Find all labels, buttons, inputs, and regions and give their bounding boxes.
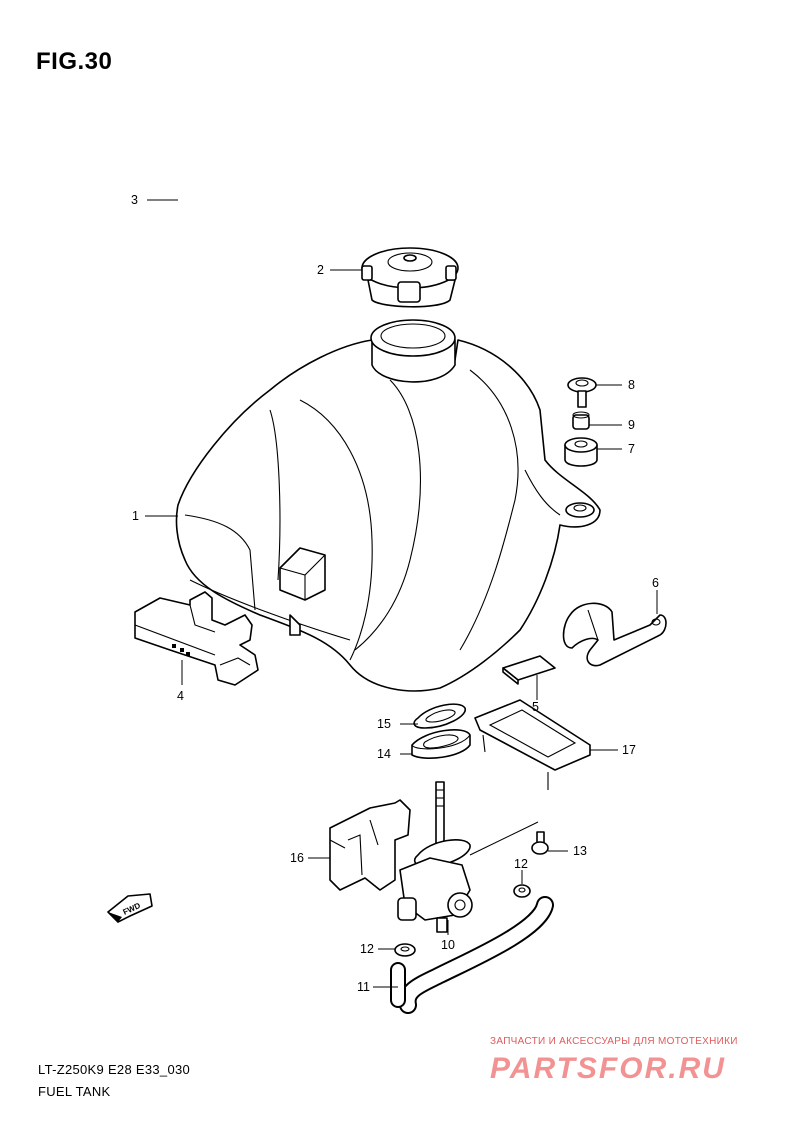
watermark-brand: PARTSFOR.RU — [490, 1052, 726, 1085]
gasket-thin-part[interactable] — [413, 703, 466, 729]
callout-15: 15 — [377, 717, 391, 731]
clamp-upper-part[interactable] — [513, 884, 531, 898]
section-name: FUEL TANK — [38, 1084, 111, 1099]
figure-title: FIG.30 — [36, 48, 113, 75]
callout-11: 11 — [357, 980, 370, 994]
fuel-cap-part[interactable] — [361, 247, 459, 308]
cushion-pad-part[interactable] — [502, 655, 556, 685]
fwd-arrow-icon: FWD — [107, 893, 153, 923]
callout-3: 3 — [131, 193, 138, 207]
callout-12-upper: 12 — [514, 857, 528, 871]
tank-band-part[interactable] — [562, 602, 667, 667]
fuel-hose-part[interactable] — [390, 896, 554, 1014]
callout-5: 5 — [532, 700, 539, 714]
watermark-subtitle: ЗАПЧАСТИ И АКСЕССУАРЫ ДЛЯ МОТОТЕХНИКИ — [490, 1036, 738, 1047]
callout-10: 10 — [441, 938, 455, 952]
cushion-part[interactable] — [564, 437, 598, 467]
callout-16: 16 — [290, 851, 304, 865]
bolt-part[interactable] — [567, 377, 597, 408]
callout-13: 13 — [573, 844, 587, 858]
callout-1: 1 — [132, 509, 139, 523]
callout-leaders — [145, 199, 658, 988]
screw-part[interactable] — [531, 831, 549, 855]
model-code: LT-Z250K9 E28 E33_030 — [38, 1062, 191, 1077]
collar-part[interactable] — [572, 411, 590, 430]
callout-14: 14 — [377, 747, 391, 761]
callout-17: 17 — [622, 743, 636, 757]
callout-7: 7 — [628, 442, 635, 456]
breather-hose-part[interactable] — [167, 98, 413, 249]
callout-4: 4 — [177, 689, 184, 703]
fuel-tank-part[interactable] — [175, 319, 601, 692]
callout-6: 6 — [652, 576, 659, 590]
callout-8: 8 — [628, 378, 635, 392]
fuel-cock-part[interactable] — [397, 781, 473, 933]
callout-2: 2 — [317, 263, 324, 277]
gasket-thick-part[interactable] — [411, 729, 471, 759]
clamp-lower-part[interactable] — [394, 943, 416, 957]
front-tank-bracket-part[interactable] — [134, 591, 259, 686]
fuel-cock-holder-part[interactable] — [329, 799, 411, 891]
callout-9: 9 — [628, 418, 635, 432]
callout-12-lower: 12 — [360, 942, 374, 956]
fuel-cock-plate-part[interactable] — [474, 699, 591, 790]
